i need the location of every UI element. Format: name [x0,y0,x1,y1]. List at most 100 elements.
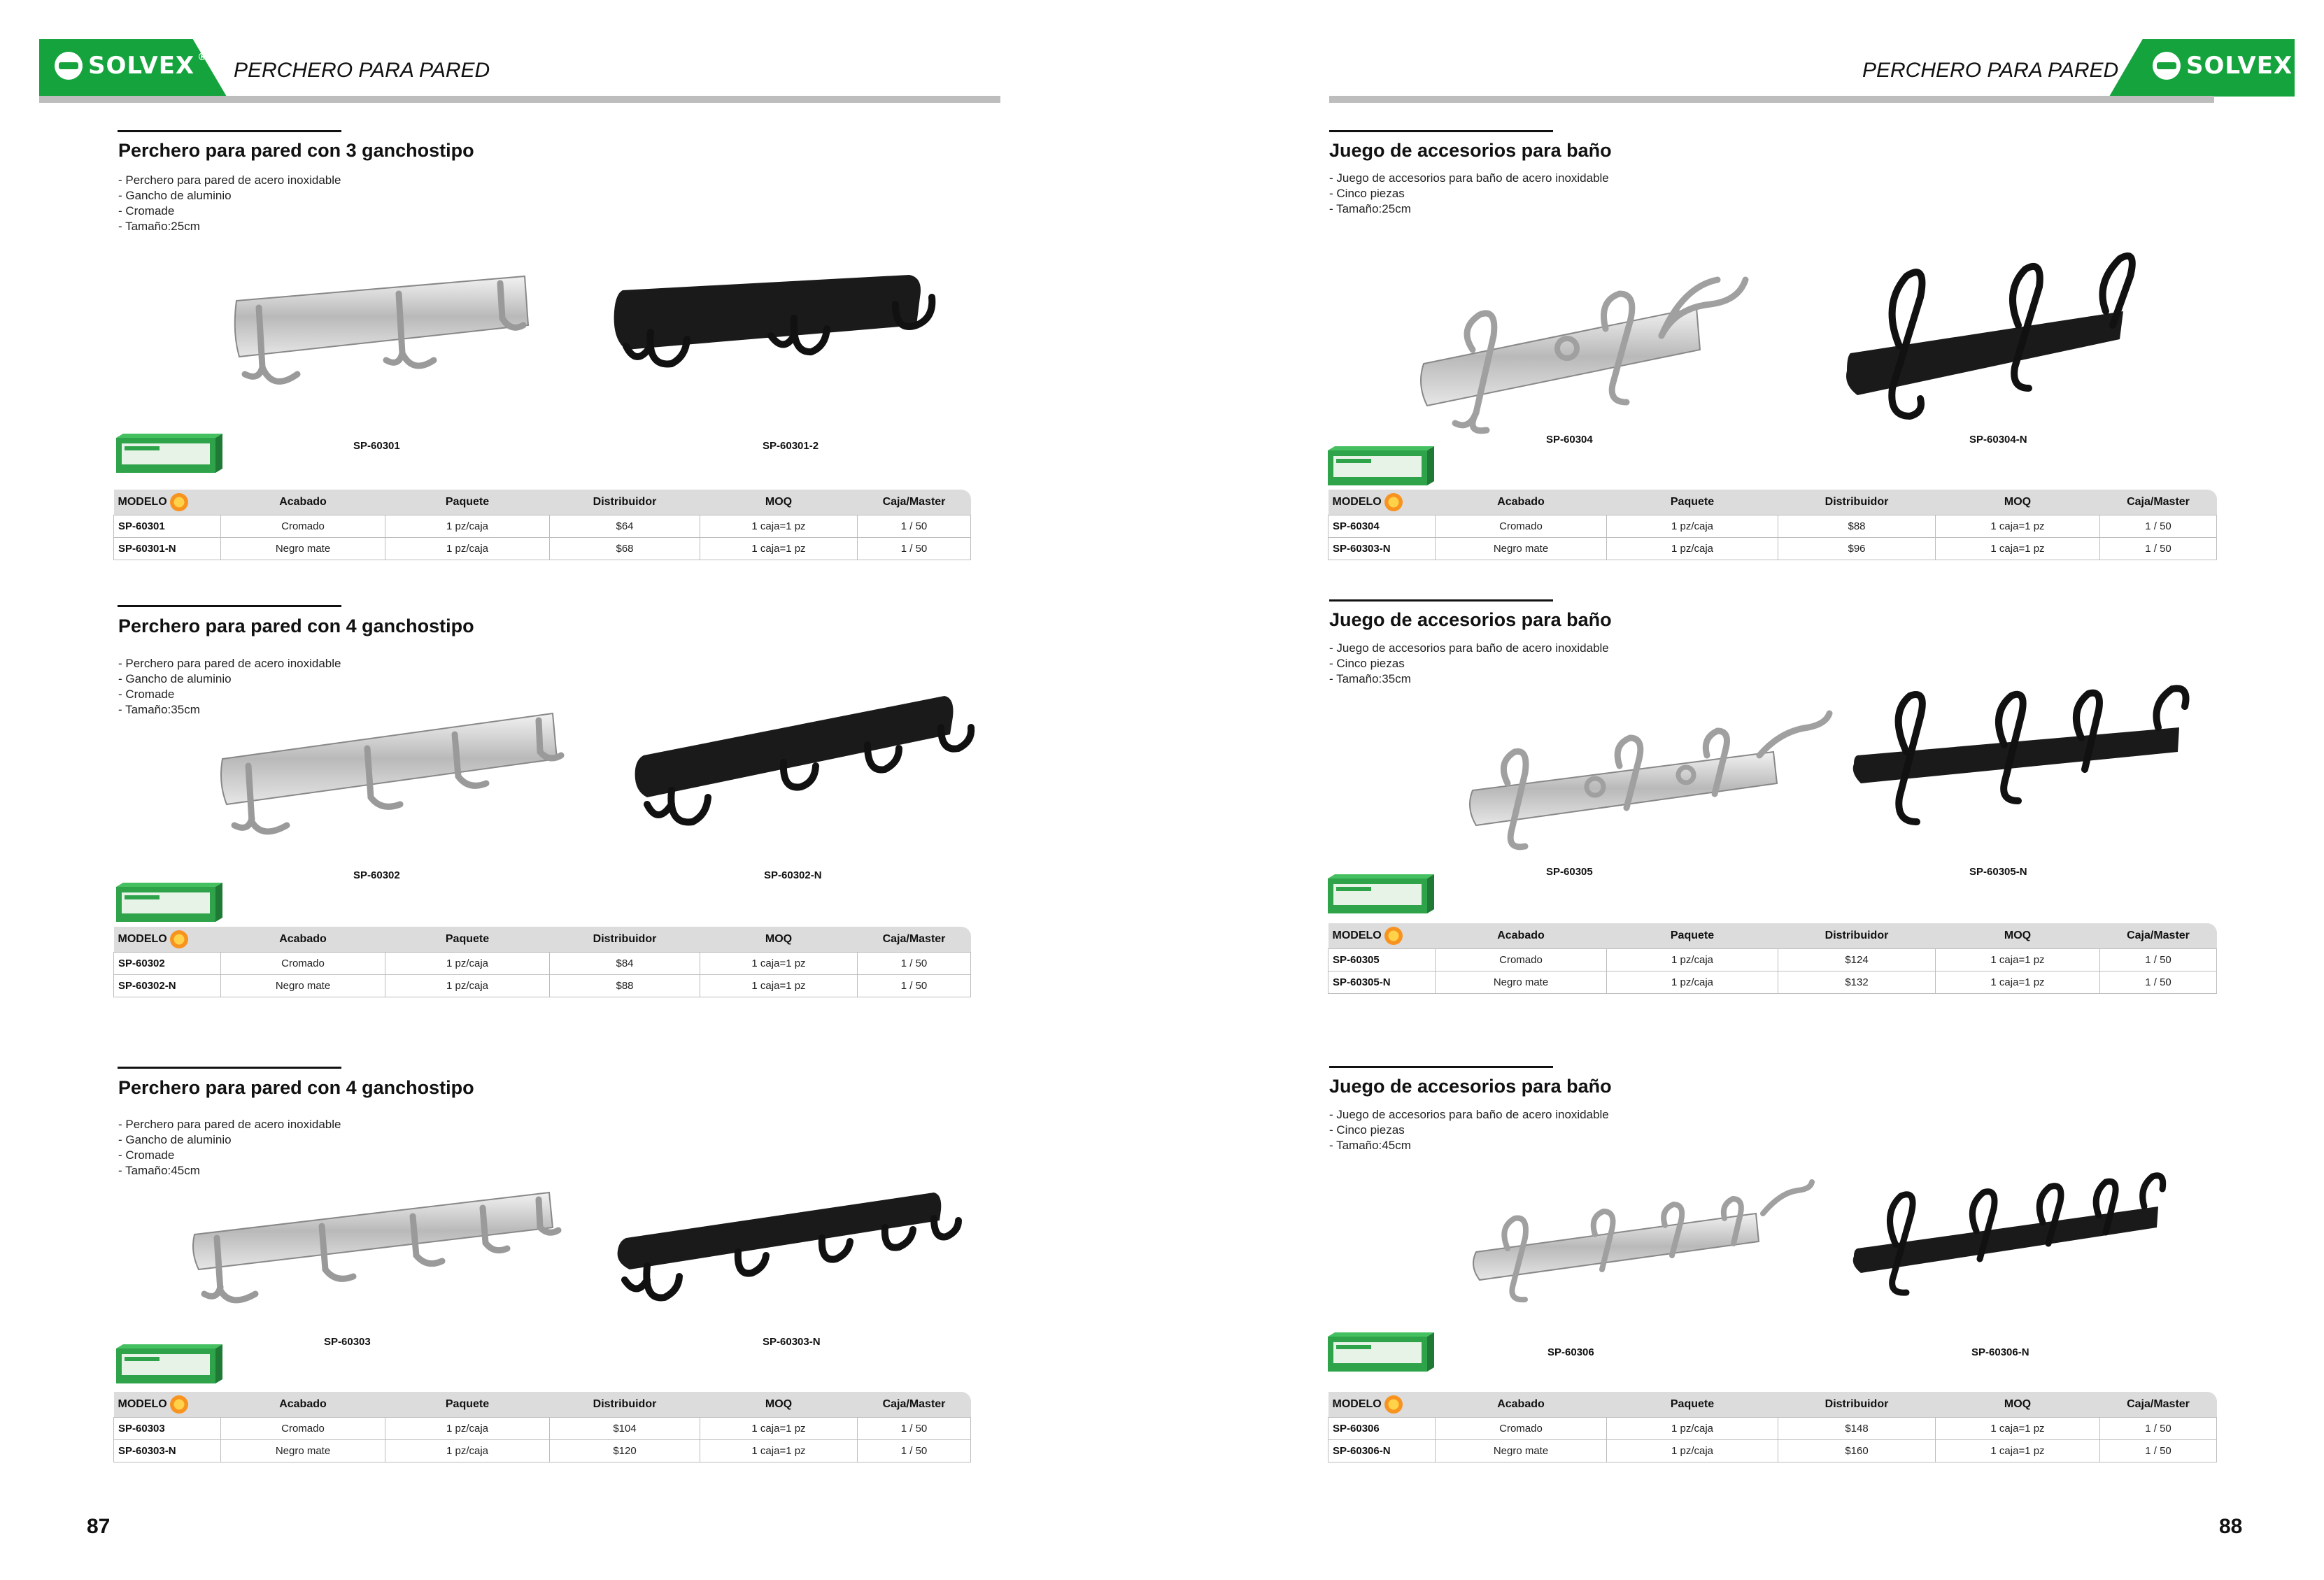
col-header: Acabado [1435,923,1607,948]
col-header-label: MODELO [1332,495,1382,508]
section-bullets: - Perchero para pared de acero inoxidabl… [118,173,341,234]
cell: 1 caja=1 pz [1935,1416,2100,1440]
section-rule [1329,130,1553,132]
product-image-chrome [220,712,565,835]
bullet-item: - Tamaño:45cm [118,1164,200,1177]
section-title: Juego de accesorios para baño [1329,140,1612,161]
cell: 1 pz/caja [1606,1416,1778,1440]
product-sku: SP-60303-N [763,1336,821,1348]
cell: 1 / 50 [2099,948,2217,972]
cell: 1 pz/caja [385,536,550,560]
col-header: MOQ [700,1392,858,1417]
col-header-label: MODELO [118,932,167,945]
cell: Cromado [1435,1416,1607,1440]
cell: 1 / 50 [2099,970,2217,994]
cell: 1 pz/caja [385,974,550,997]
product-image-chrome [1473,1179,1815,1303]
bullet-item: - Gancho de aluminio [118,672,232,685]
bullet-item: - Cinco piezas [1329,657,1405,670]
sun-icon [169,930,188,948]
col-header: Distribuidor [1778,490,1936,515]
bullet-item: - Cromade [118,204,175,218]
product-image-chrome [1469,710,1833,851]
bullet-item: - Tamaño:25cm [118,220,200,233]
cell: 1 / 50 [857,974,971,997]
product-box-icon [1328,1332,1434,1372]
product-image-black [635,696,975,826]
col-header: Caja/Master [2099,923,2217,948]
sun-icon [1384,492,1403,511]
cell: Negro mate [220,536,385,560]
cell: $84 [549,951,700,975]
section-title: Perchero para pared con 4 ganchostipo [118,615,474,636]
col-header-label: MODELO [118,1397,167,1410]
col-header: Distribuidor [549,1392,700,1417]
bullet-item: - Cromade [118,688,175,701]
section-rule [1329,599,1553,602]
product-image-black [617,1193,962,1302]
section-bullets: - Perchero para pared de acero inoxidabl… [118,656,341,718]
col-header: MOQ [1935,490,2100,515]
cell: SP-60303-N [1328,536,1436,560]
cell: 1 caja=1 pz [700,536,858,560]
cell: 1 pz/caja [1606,948,1778,972]
section-title: Perchero para pared con 3 ganchostipo [118,140,474,161]
cell: $124 [1778,948,1936,972]
cell: SP-60306-N [1328,1439,1436,1462]
cell: $88 [549,974,700,997]
col-header: Caja/Master [857,927,971,952]
sun-icon [1384,1395,1403,1414]
col-header-modelo: MODELO [113,490,221,515]
col-header: Acabado [220,927,385,952]
product-sku: SP-60305 [1546,866,1593,878]
bullet-item: - Cinco piezas [1329,187,1405,200]
cell: 1 pz/caja [385,951,550,975]
brand-name: SOLVEX [2186,52,2293,80]
cell: 1 pz/caja [1606,514,1778,538]
section-rule [118,605,341,607]
cell: 1 caja=1 pz [1935,970,2100,994]
col-header-modelo: MODELO [1328,1392,1436,1417]
bullet-item: - Tamaño:45cm [1329,1139,1411,1152]
col-header-modelo: MODELO [113,927,221,952]
header-bar-left [39,96,1000,103]
product-image-black [1852,685,2190,825]
sun-icon [169,492,188,511]
col-header: MOQ [700,490,858,515]
col-header: Distribuidor [549,490,700,515]
cell: SP-60302-N [113,974,221,997]
bullet-item: - Cromade [118,1148,175,1162]
cell: $120 [549,1439,700,1462]
page-number-left: 87 [87,1515,111,1538]
cell: 1 caja=1 pz [700,974,858,997]
col-header-label: MODELO [1332,929,1382,941]
product-sku: SP-60301 [353,440,400,452]
col-header: Paquete [1606,1392,1778,1417]
product-sku: SP-60301-2 [763,440,819,452]
header-title-right: PERCHERO PARA PARED [1862,59,2119,82]
cell: $64 [549,514,700,538]
product-image-chrome [234,275,530,385]
brand-mark-icon [2153,52,2181,80]
product-image-black [1846,252,2136,420]
cell: 1 caja=1 pz [1935,948,2100,972]
product-image-black [614,275,936,368]
cell: $104 [549,1416,700,1440]
product-box-icon [1328,446,1434,485]
cell: Negro mate [220,1439,385,1462]
header-bar-right [1329,96,2214,103]
product-sku: SP-60304-N [1969,434,2027,446]
brand-mark-icon [55,52,83,80]
section-bullets: - Perchero para pared de acero inoxidabl… [118,1117,341,1179]
brand-reg: ® [197,52,208,63]
cell: SP-60302 [113,951,221,975]
cell: 1 pz/caja [1606,536,1778,560]
